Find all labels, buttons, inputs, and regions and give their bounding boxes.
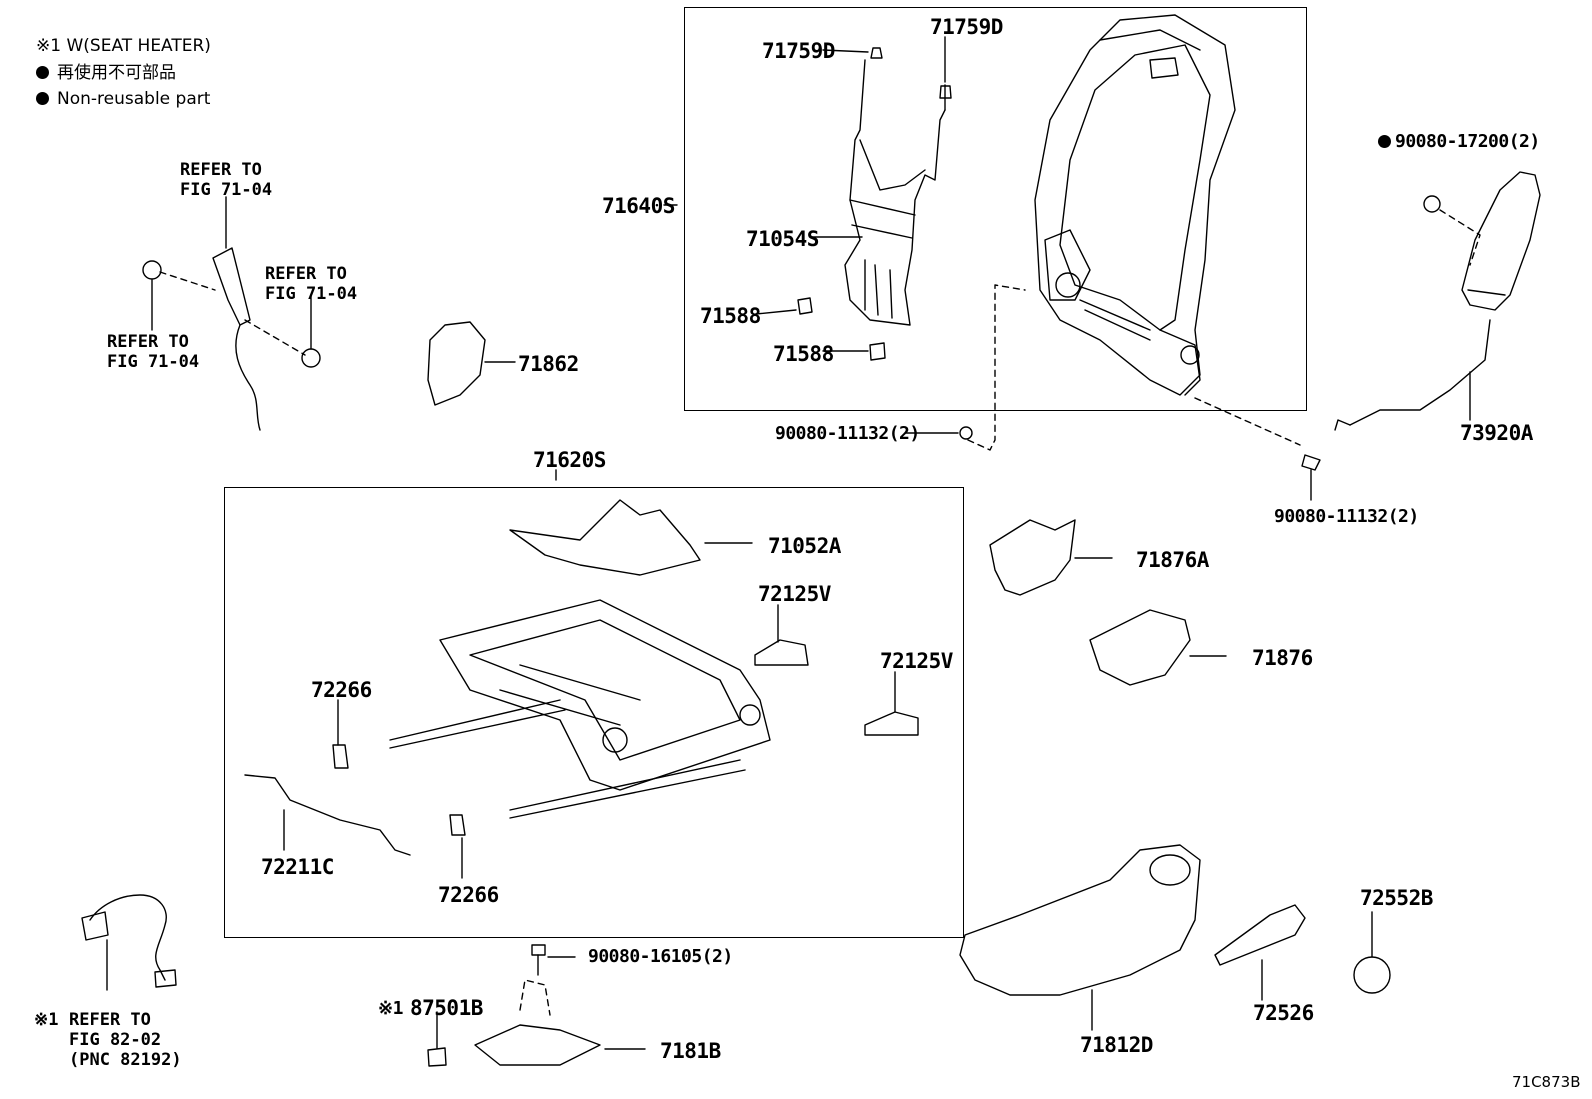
side-airbag-drawing <box>1334 171 1541 431</box>
bolt-drawings <box>905 284 1321 501</box>
refer-to-fig-top: REFER TO FIG 71-04 <box>180 160 273 200</box>
refer-to-fig-harness: REFER TO FIG 82-02 (PNC 82192) <box>69 1010 182 1070</box>
part-72552B[interactable]: 72552B <box>1360 886 1433 910</box>
part-90080-11132-a[interactable]: 90080-11132(2) <box>775 423 920 444</box>
seat-belt-buckle-drawing <box>142 196 321 431</box>
cover-71876A-drawing <box>989 519 1113 596</box>
part-90080-17200-text: 90080-17200(2) <box>1395 131 1540 152</box>
non-reusable-mark-icon <box>1378 135 1391 148</box>
clip-71588-b <box>869 342 886 361</box>
part-71620S[interactable]: 71620S <box>533 448 606 472</box>
bullet-icon <box>36 66 49 79</box>
cover-71862-drawing <box>427 321 516 406</box>
part-71054S[interactable]: 71054S <box>746 227 819 251</box>
part-90080-11132-b[interactable]: 90080-11132(2) <box>1274 506 1419 527</box>
part-71759D-a[interactable]: 71759D <box>762 39 835 63</box>
part-71588-b[interactable]: 71588 <box>773 342 834 366</box>
knob-72526-drawing <box>1214 904 1306 1001</box>
part-87501B-mark: ※1 <box>378 998 403 1019</box>
part-72125V-b[interactable]: 72125V <box>880 649 953 673</box>
harness-drawing <box>81 894 177 991</box>
clip-71759D-b <box>939 85 952 99</box>
seatback-frame-drawing <box>1034 14 1236 396</box>
non-reusable-jp: 再使用不可部品 <box>36 65 176 82</box>
part-71812D[interactable]: 71812D <box>1080 1033 1153 1057</box>
refer-to-fig-right: REFER TO FIG 71-04 <box>265 264 358 304</box>
part-71862[interactable]: 71862 <box>518 352 579 376</box>
cushion-frame-assembly-box <box>224 487 964 938</box>
part-72526[interactable]: 72526 <box>1253 1001 1314 1025</box>
seatback-assembly-box <box>684 7 1307 411</box>
part-71640S[interactable]: 71640S <box>602 194 675 218</box>
clip-71759D-a <box>870 47 883 59</box>
part-71052A[interactable]: 71052A <box>768 534 841 558</box>
cover-71876-drawing <box>1089 609 1227 686</box>
part-72211C[interactable]: 72211C <box>261 855 334 879</box>
part-90080-17200[interactable]: 90080-17200(2) <box>1378 133 1540 151</box>
non-reusable-jp-text: 再使用不可部品 <box>57 63 176 83</box>
link-71052A-drawing <box>509 499 753 576</box>
lumbar-plate-drawing <box>844 59 946 326</box>
cushion-frame-drawing <box>389 599 771 819</box>
part-72266-b[interactable]: 72266 <box>438 883 499 907</box>
part-72266-a[interactable]: 72266 <box>311 678 372 702</box>
part-7181B[interactable]: 7181B <box>660 1039 721 1063</box>
part-71759D-b[interactable]: 71759D <box>930 15 1003 39</box>
bullet-icon <box>36 92 49 105</box>
refer-to-fig-left: REFER TO FIG 71-04 <box>107 332 200 372</box>
part-87501B[interactable]: 87501B <box>410 996 483 1020</box>
cushion-cover-drawing <box>959 844 1201 1031</box>
part-73920A[interactable]: 73920A <box>1460 421 1533 445</box>
part-72125V-a[interactable]: 72125V <box>758 582 831 606</box>
bracket-7181B-drawing <box>427 944 646 1067</box>
part-71876A[interactable]: 71876A <box>1136 548 1209 572</box>
non-reusable-en: Non-reusable part <box>36 91 210 108</box>
seatback-leaders <box>663 36 946 352</box>
figure-id: 71C873B <box>1512 1073 1581 1091</box>
refer-harness-mark: ※1 <box>34 1010 59 1030</box>
non-reusable-en-text: Non-reusable part <box>57 89 211 109</box>
clip-71588-a <box>797 297 813 315</box>
cap-72552B-drawing <box>1353 911 1391 994</box>
part-90080-16105[interactable]: 90080-16105(2) <box>588 946 733 967</box>
seat-heater-note: ※1 W(SEAT HEATER) <box>36 36 211 56</box>
part-71876[interactable]: 71876 <box>1252 646 1313 670</box>
part-71588-a[interactable]: 71588 <box>700 304 761 328</box>
cushion-leaders <box>244 469 919 879</box>
